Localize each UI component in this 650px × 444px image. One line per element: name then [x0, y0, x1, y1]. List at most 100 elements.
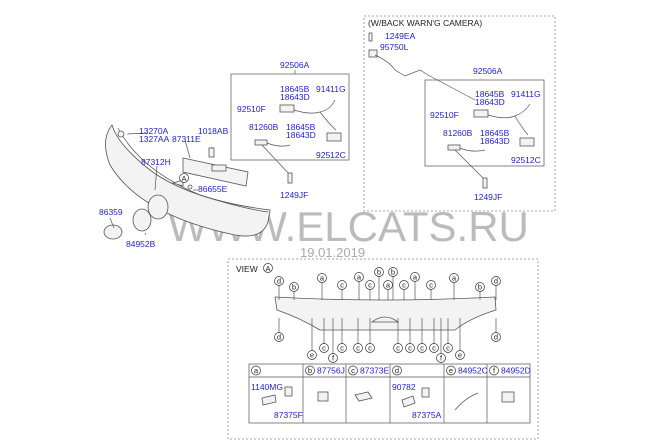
- label-18643D-camera: 18643D: [475, 97, 505, 107]
- label-1249EA: 1249EA: [385, 31, 416, 41]
- callout-bottom: d: [494, 333, 498, 342]
- callout-top-circle: [449, 273, 459, 283]
- label-81260B: 81260B: [249, 122, 279, 132]
- callout-bottom: c: [368, 344, 372, 353]
- label-81260B-camera: 81260B: [443, 128, 473, 138]
- legend-key-circle: [305, 365, 315, 376]
- label-1249JF: 1249JF: [280, 190, 308, 200]
- label-18643D-camera-2: 18643D: [480, 136, 510, 146]
- callout-bottom: c: [408, 344, 412, 353]
- callout-top-circle: [383, 280, 393, 290]
- label-87312H: 87312H: [141, 157, 171, 167]
- callout-top-circle: [354, 272, 364, 282]
- callout-top-circle: [426, 280, 436, 290]
- label-92510F-camera: 92510F: [430, 110, 459, 120]
- callout-bottom: c: [322, 344, 326, 353]
- legend-key-circle: [348, 365, 358, 376]
- callout-bottom-circle: [429, 343, 439, 353]
- callout-bottom: e: [310, 351, 314, 360]
- callout-bottom-circle: [417, 343, 427, 353]
- callout-bottom-circle: [353, 343, 363, 353]
- wiring-harness-box: [230, 73, 350, 161]
- legend-key: e: [449, 366, 453, 375]
- label-87311E: 87311E: [172, 134, 201, 144]
- callout-top: c: [402, 281, 406, 290]
- callout-bottom-circle: [491, 332, 501, 342]
- legend-key: d: [395, 366, 399, 375]
- callout-top-circle: [374, 267, 384, 277]
- rear-garnish-panel: [103, 124, 271, 240]
- callout-top: a: [357, 273, 362, 282]
- date-stamp: 19.01.2019: [300, 245, 365, 260]
- callout-bottom: e: [458, 351, 462, 360]
- callout-top: c: [340, 281, 344, 290]
- callout-bottom: d: [277, 333, 281, 342]
- camera-box-title: (W/BACK WARN'G CAMERA): [368, 18, 482, 28]
- callout-top-circle: [491, 276, 501, 286]
- callout-top: a: [320, 274, 325, 283]
- label-86359: 86359: [99, 207, 123, 217]
- callout-top-circle: [365, 280, 375, 290]
- legend-part-number: 84952C: [458, 366, 488, 376]
- view-a-marker: [179, 173, 189, 183]
- garnish-inner-view: [274, 296, 497, 331]
- callout-bottom: c: [396, 344, 400, 353]
- callout-bottom-circle: [319, 343, 329, 353]
- label-1249JF-camera: 1249JF: [474, 192, 502, 202]
- callout-top-circle: [274, 276, 284, 286]
- callout-top-circle: [410, 272, 420, 282]
- legend-key-circle: [489, 365, 499, 376]
- legend-sub-part-2: 87375F: [274, 410, 303, 420]
- callout-bottom-circle: [328, 353, 338, 363]
- callout-top: d: [494, 277, 498, 286]
- callout-bottom: c: [356, 344, 360, 353]
- callout-bottom-circle: [274, 332, 284, 342]
- callout-top-circle: [475, 282, 485, 292]
- callout-top: d: [277, 277, 281, 286]
- callout-top: b: [391, 268, 395, 277]
- label-92506A-camera: 92506A: [473, 66, 503, 76]
- label-86655E: 86655E: [198, 184, 228, 194]
- label-92506A: 92506A: [280, 60, 310, 70]
- label-84952B: 84952B: [126, 239, 156, 249]
- callout-bottom: c: [446, 344, 450, 353]
- legend-key: a: [254, 366, 259, 375]
- label-18645B: 18645B: [280, 84, 310, 94]
- callout-top-circle: [399, 280, 409, 290]
- label-18645B-camera-2: 18645B: [480, 128, 510, 138]
- callout-bottom-circle: [436, 353, 446, 363]
- legend-sub-part-1: 90782: [392, 382, 416, 392]
- legend-key: b: [308, 366, 312, 375]
- callout-bottom: f: [332, 354, 335, 363]
- callout-bottom-circle: [393, 343, 403, 353]
- view-a-title-marker-letter: A: [265, 264, 270, 273]
- callout-top: c: [429, 281, 433, 290]
- camera-wiring-box: [424, 79, 545, 167]
- callout-top: b: [478, 283, 482, 292]
- view-a-box: [227, 258, 539, 440]
- label-1327AA: 1327AA: [139, 134, 170, 144]
- camera-harness: [368, 32, 476, 101]
- view-a-marker-letter: A: [181, 174, 186, 183]
- legend-table: [248, 363, 531, 424]
- legend-key-circle: [251, 365, 261, 376]
- callout-top: a: [413, 273, 418, 282]
- view-a-title: VIEW: [236, 264, 258, 274]
- callout-bottom: c: [420, 344, 424, 353]
- callout-bottom-circle: [337, 343, 347, 353]
- callout-bottom: c: [340, 344, 344, 353]
- label-1018AB: 1018AB: [198, 126, 229, 136]
- callout-top-circle: [289, 282, 299, 292]
- view-a-title-marker: [263, 263, 273, 273]
- callout-top-circle: [388, 267, 398, 277]
- callout-bottom: f: [440, 354, 443, 363]
- label-18643D: 18643D: [280, 92, 310, 102]
- camera-option-box: [363, 15, 556, 212]
